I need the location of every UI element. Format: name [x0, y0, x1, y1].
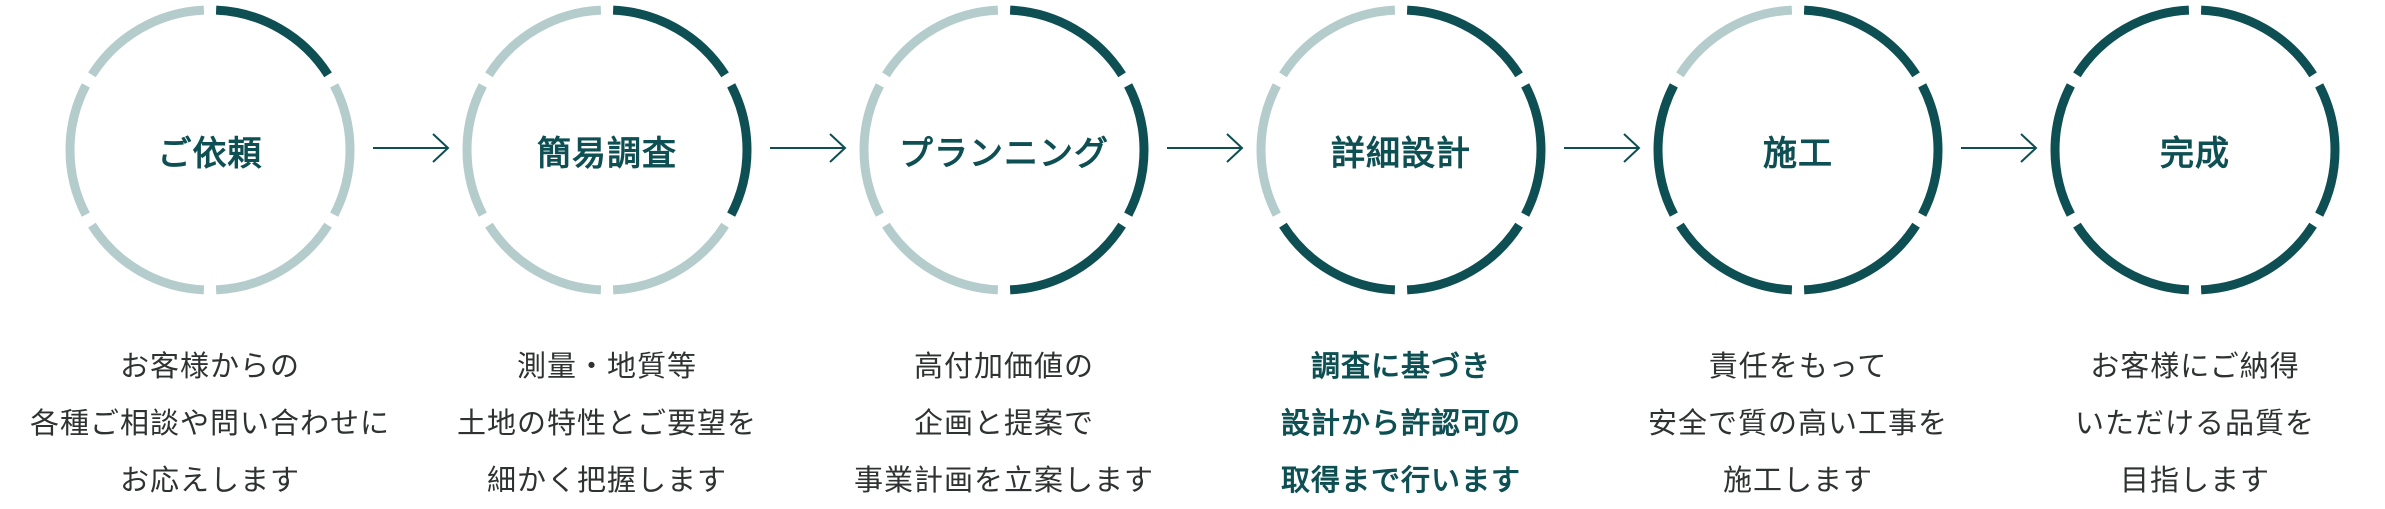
step-5-description-line-2: 安全で質の高い工事を	[1647, 406, 1948, 440]
arrow-right-icon	[1564, 128, 1642, 168]
step-6-segment-3	[2200, 222, 2317, 295]
step-1-segment-6	[88, 5, 205, 78]
step-5-description-line-3: 施工します	[1722, 463, 1873, 497]
step-1-description: お客様からの 各種ご相談や問い合わせに お応えします	[30, 338, 390, 509]
step-5-segment-1	[1803, 5, 1920, 78]
step-6: 完成	[2045, 0, 2345, 300]
step-6-segment-2	[2315, 83, 2340, 217]
step-2-progress-ring	[462, 5, 752, 295]
step-5-segment-5	[1653, 83, 1678, 217]
step-6-progress-ring	[2050, 5, 2340, 295]
step-2-description-line-1: 測量・地質等	[516, 349, 697, 383]
arrow-right-icon	[373, 128, 451, 168]
step-4-description-line-1: 調査に基づき	[1310, 349, 1491, 383]
step-3-title: プランニング	[899, 133, 1109, 174]
step-3-description-line-2: 企画と提案で	[913, 406, 1094, 440]
step-3: プランニング	[854, 0, 1154, 300]
step-5-description-line-1: 責任をもって	[1708, 349, 1888, 383]
step-5-segment-2	[1918, 83, 1943, 217]
step-4-description: 調査に基づき 設計から許認可の 取得まで行います	[1221, 338, 1581, 509]
step-2-segment-5	[462, 83, 487, 217]
step-3-segment-5	[859, 83, 884, 217]
step-3-segment-4	[882, 222, 999, 295]
step-5-description: 責任をもって 安全で質の高い工事を 施工します	[1618, 338, 1978, 509]
step-2-segment-4	[485, 222, 602, 295]
step-2-segment-3	[612, 222, 729, 295]
step-6-segment-4	[2073, 222, 2190, 295]
arrow-right-icon	[770, 128, 848, 168]
step-1-title: ご依頼	[157, 133, 263, 174]
step-1-progress-ring	[65, 5, 355, 295]
step-3-description: 高付加価値の 企画と提案で 事業計画を立案します	[824, 338, 1184, 509]
step-6-description-line-1: お客様にご納得	[2090, 349, 2300, 383]
step-1-description-line-3: お応えします	[119, 463, 300, 497]
step-3-segment-3	[1009, 222, 1126, 295]
step-1-description-line-1: お客様からの	[119, 349, 300, 383]
step-2-segment-2	[727, 83, 752, 217]
step-1-segment-2	[330, 83, 355, 217]
step-6-description: お客様にご納得 いただける品質を 目指します	[2015, 338, 2375, 509]
step-2-description-line-3: 細かく把握します	[486, 463, 727, 497]
step-3-description-line-3: 事業計画を立案します	[853, 463, 1154, 497]
step-4: 詳細設計	[1251, 0, 1551, 300]
step-3-description-line-1: 高付加価値の	[913, 349, 1094, 383]
step-1-segment-3	[215, 222, 332, 295]
step-5: 施工	[1648, 0, 1948, 300]
step-1-description-line-2: 各種ご相談や問い合わせに	[30, 406, 391, 440]
step-6-segment-6	[2073, 5, 2190, 78]
step-4-segment-2	[1521, 83, 1546, 217]
step-6-segment-1	[2200, 5, 2317, 78]
step-3-progress-ring	[859, 5, 1149, 295]
step-3-segment-2	[1124, 83, 1149, 217]
step-4-title: 詳細設計	[1331, 133, 1471, 174]
step-4-segment-1	[1406, 5, 1523, 78]
step-3-segment-1	[1009, 5, 1126, 78]
arrow-right-icon	[1961, 128, 2039, 168]
step-2-description: 測量・地質等 土地の特性とご要望を 細かく把握します	[427, 338, 787, 509]
arrow-right-icon	[1167, 128, 1245, 168]
step-5-title: 施工	[1763, 133, 1833, 174]
step-3-segment-6	[882, 5, 999, 78]
step-1-segment-4	[88, 222, 205, 295]
step-4-description-line-2: 設計から許認可の	[1280, 406, 1521, 440]
step-4-description-line-3: 取得まで行います	[1280, 463, 1521, 497]
step-1: ご依頼	[60, 0, 360, 300]
step-2-description-line-2: 土地の特性とご要望を	[456, 406, 757, 440]
step-4-segment-4	[1279, 222, 1396, 295]
step-1-segment-1	[215, 5, 332, 78]
step-4-progress-ring	[1256, 5, 1546, 295]
step-2: 簡易調査	[457, 0, 757, 300]
step-6-segment-5	[2050, 83, 2075, 217]
step-2-title: 簡易調査	[537, 133, 677, 174]
step-6-description-line-3: 目指します	[2119, 463, 2270, 497]
step-5-segment-4	[1676, 222, 1793, 295]
step-5-progress-ring	[1653, 5, 1943, 295]
step-6-description-line-2: いただける品質を	[2074, 406, 2315, 440]
step-4-segment-6	[1279, 5, 1396, 78]
step-2-segment-6	[485, 5, 602, 78]
step-4-segment-5	[1256, 83, 1281, 217]
step-4-segment-3	[1406, 222, 1523, 295]
step-5-segment-6	[1676, 5, 1793, 78]
step-2-segment-1	[612, 5, 729, 78]
step-5-segment-3	[1803, 222, 1920, 295]
step-6-title: 完成	[2160, 133, 2230, 174]
step-1-segment-5	[65, 83, 90, 217]
